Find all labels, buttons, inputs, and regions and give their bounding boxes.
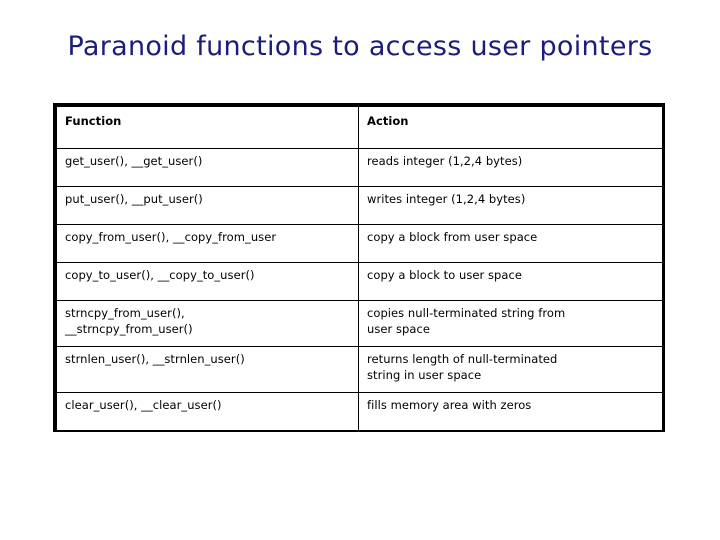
cell-text-line: get_user(), __get_user() (65, 154, 203, 168)
table-header: Function Action (56, 106, 663, 149)
cell-function: get_user(), __get_user() (56, 148, 359, 187)
cell-function: copy_to_user(), __copy_to_user() (56, 262, 359, 301)
cell-text-line: copies null-terminated string from (367, 306, 566, 320)
cell-text-line: returns length of null-terminated (367, 352, 558, 366)
cell-text-line: strnlen_user(), __strnlen_user() (65, 352, 245, 366)
cell-text-line: fills memory area with zeros (367, 398, 532, 412)
cell-text-line: string in user space (367, 367, 482, 382)
function-table-container: Function Action get_user(), __get_user()… (53, 103, 665, 432)
cell-text-line: put_user(), __put_user() (65, 192, 203, 206)
cell-action: fills memory area with zeros (358, 392, 663, 431)
table-row: strnlen_user(), __strnlen_user() returns … (56, 346, 663, 393)
cell-text-line: __strncpy_from_user() (65, 321, 193, 336)
cell-text-line: copy_from_user(), __copy_from_user (65, 230, 277, 244)
table-row: copy_from_user(), __copy_from_user copy a… (56, 224, 663, 263)
cell-action: writes integer (1,2,4 bytes) (358, 186, 663, 225)
table-header-row: Function Action (56, 106, 663, 149)
cell-function: strncpy_from_user(),__strncpy_from_user(… (56, 300, 359, 347)
cell-text-line: clear_user(), __clear_user() (65, 398, 222, 412)
table-row: copy_to_user(), __copy_to_user() copy a b… (56, 262, 663, 301)
function-table: Function Action get_user(), __get_user()… (56, 106, 663, 431)
cell-text-line: strncpy_from_user(), (65, 306, 185, 320)
cell-text-line: user space (367, 321, 430, 336)
table-row: get_user(), __get_user() reads integer (1… (56, 148, 663, 187)
cell-text-line: copy_to_user(), __copy_to_user() (65, 268, 255, 282)
cell-action: copy a block to user space (358, 262, 663, 301)
column-header-action: Action (358, 106, 663, 149)
cell-function: copy_from_user(), __copy_from_user (56, 224, 359, 263)
column-header-function: Function (56, 106, 359, 149)
cell-function: strnlen_user(), __strnlen_user() (56, 346, 359, 393)
cell-text-line: copy a block from user space (367, 230, 538, 244)
table-row: put_user(), __put_user() writes integer (… (56, 186, 663, 225)
cell-action: reads integer (1,2,4 bytes) (358, 148, 663, 187)
cell-text-line: reads integer (1,2,4 bytes) (367, 154, 523, 168)
cell-function: put_user(), __put_user() (56, 186, 359, 225)
table-row: clear_user(), __clear_user() fills memory… (56, 392, 663, 431)
cell-text-line: writes integer (1,2,4 bytes) (367, 192, 526, 206)
table-body: get_user(), __get_user() reads integer (1… (56, 148, 663, 431)
cell-action: copy a block from user space (358, 224, 663, 263)
cell-function: clear_user(), __clear_user() (56, 392, 359, 431)
page-title: Paranoid functions to access user pointe… (67, 31, 653, 62)
cell-text-line: copy a block to user space (367, 268, 522, 282)
table-row: strncpy_from_user(),__strncpy_from_user(… (56, 300, 663, 347)
